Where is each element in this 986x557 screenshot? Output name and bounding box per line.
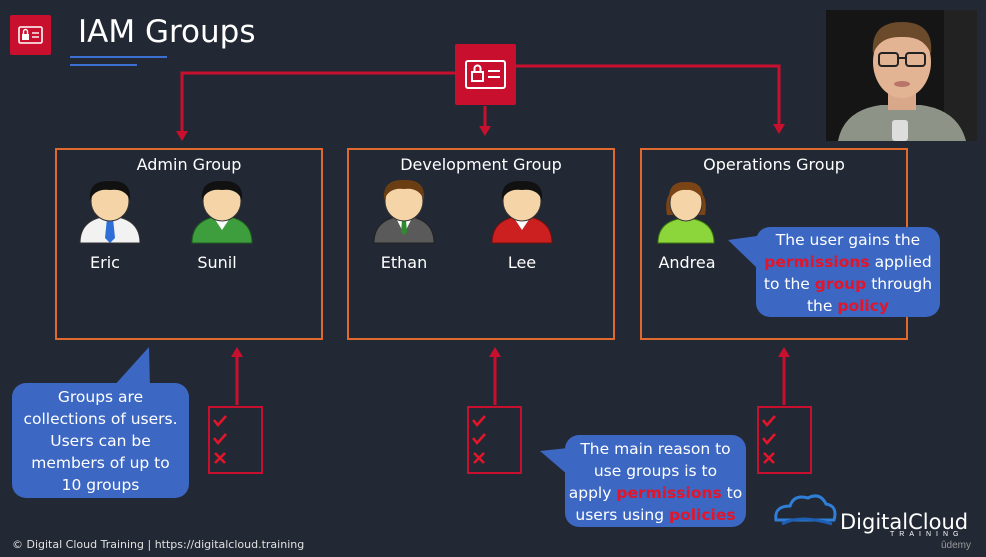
text-to-the: to the bbox=[763, 275, 815, 293]
callout-tail-main-reason bbox=[540, 448, 568, 475]
presenter-webcam bbox=[826, 10, 977, 141]
user-name-ethan: Ethan bbox=[380, 253, 428, 272]
user-andrea-icon bbox=[657, 181, 715, 244]
group-label-admin: Admin Group bbox=[136, 155, 242, 174]
iam-service-icon bbox=[455, 44, 516, 105]
footer-copyright: © Digital Cloud Training | https://digit… bbox=[12, 538, 305, 551]
callout-line: the policy bbox=[756, 295, 940, 317]
user-name-sunil: Sunil bbox=[197, 253, 237, 272]
user-ethan-icon bbox=[373, 179, 435, 244]
callout-line: The main reason to bbox=[580, 440, 731, 458]
highlight-permissions: permissions bbox=[616, 484, 722, 502]
user-name-eric: Eric bbox=[90, 253, 120, 272]
text-applied: applied bbox=[869, 253, 932, 271]
text-apply: apply bbox=[568, 484, 617, 502]
callout-line: apply permissions to bbox=[565, 482, 746, 504]
group-label-development: Development Group bbox=[400, 155, 562, 174]
arrow-to-admin-group bbox=[180, 71, 455, 133]
title-underline bbox=[70, 56, 167, 58]
highlight-policies: policies bbox=[669, 506, 736, 524]
iam-logo-icon bbox=[10, 15, 51, 55]
callout-groups-note: Groups are collections of users. Users c… bbox=[12, 383, 189, 498]
title-underline-short bbox=[70, 64, 137, 66]
callout-main-reason: The main reason to use groups is to appl… bbox=[565, 435, 746, 527]
callout-line: Groups are bbox=[57, 388, 144, 406]
callout-line: collections of users. bbox=[23, 410, 178, 428]
user-name-lee: Lee bbox=[507, 253, 537, 272]
brand-subtitle: TRAINING bbox=[890, 531, 964, 538]
group-box-admin bbox=[55, 148, 323, 340]
policy-checklist-development-icon bbox=[467, 406, 522, 474]
text-users-using: users using bbox=[575, 506, 669, 524]
text-the: the bbox=[806, 297, 838, 315]
highlight-permissions: permissions bbox=[764, 253, 870, 271]
callout-user-gains: The user gains the permissions applied t… bbox=[756, 227, 940, 317]
user-name-andrea: Andrea bbox=[658, 253, 716, 272]
callout-line: Users can be bbox=[50, 432, 151, 450]
policy-checklist-admin-icon bbox=[208, 406, 263, 474]
text-to: to bbox=[721, 484, 743, 502]
callout-line: 10 groups bbox=[61, 476, 140, 494]
user-sunil-icon bbox=[191, 180, 253, 244]
callout-tail-user-gains bbox=[728, 236, 757, 268]
highlight-policy: policy bbox=[837, 297, 890, 315]
highlight-group: group bbox=[814, 275, 867, 293]
page-title: IAM Groups bbox=[78, 14, 256, 50]
callout-line: users using policies bbox=[565, 504, 746, 526]
arrow-to-operations-group bbox=[516, 64, 781, 126]
callout-line: to the group through bbox=[756, 273, 940, 295]
user-eric-icon bbox=[79, 180, 141, 244]
text-through: through bbox=[866, 275, 933, 293]
policy-checklist-operations-icon bbox=[757, 406, 812, 474]
user-lee-icon bbox=[491, 180, 553, 244]
udemy-watermark: ûdemy bbox=[941, 540, 972, 551]
callout-line: The user gains the bbox=[775, 231, 921, 249]
group-box-development bbox=[347, 148, 615, 340]
callout-line: members of up to bbox=[31, 454, 170, 472]
group-label-operations: Operations Group bbox=[703, 155, 845, 174]
brand-name: DigitalCloud bbox=[840, 510, 969, 534]
callout-line: permissions applied bbox=[756, 251, 940, 273]
callout-tail-groups bbox=[112, 347, 150, 388]
callout-line: use groups is to bbox=[593, 462, 718, 480]
